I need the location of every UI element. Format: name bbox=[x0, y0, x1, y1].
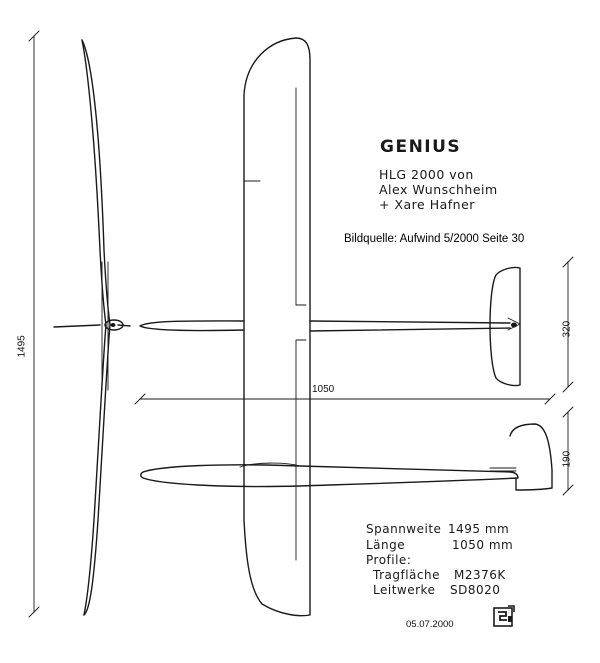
spec-wing-label: Tragfläche bbox=[373, 568, 440, 582]
spec-span-label: Spannweite bbox=[366, 522, 442, 536]
spec-tail-label: Leitwerke bbox=[373, 583, 436, 597]
side-view bbox=[140, 423, 553, 491]
spec-tail-value: SD8020 bbox=[450, 583, 501, 597]
signature-logo-icon bbox=[493, 605, 515, 627]
spec-wing-value: M2376K bbox=[454, 568, 506, 582]
drawing-date: 05.07.2000 bbox=[406, 619, 454, 630]
span-dimension-label: 1495 bbox=[10, 335, 34, 364]
top-view bbox=[139, 37, 522, 617]
spec-length-value: 1050 mm bbox=[452, 538, 514, 552]
length-dimension-label: 1050 bbox=[312, 384, 335, 395]
image-source-note: Bildquelle: Aufwind 5/2000 Seite 30 bbox=[344, 233, 525, 245]
spec-profiles-label: Profile: bbox=[366, 553, 412, 567]
length-dimension-line bbox=[134, 393, 556, 405]
tail-height-dimension-line bbox=[562, 406, 574, 496]
subtitle-line-3: + Xare Hafner bbox=[379, 197, 475, 212]
spec-span-value: 1495 mm bbox=[448, 522, 510, 536]
tail-height-dimension-value: 190 bbox=[561, 450, 573, 468]
span-dimension-line bbox=[28, 30, 40, 618]
span-dimension-value: 1495 bbox=[16, 335, 28, 358]
tail-height-dimension-label: 190 bbox=[555, 450, 579, 474]
spec-length-label: Länge bbox=[366, 538, 406, 552]
tail-span-dimension-line bbox=[562, 256, 574, 393]
front-view bbox=[53, 39, 131, 616]
subtitle-line-1: HLG 2000 von bbox=[379, 167, 474, 182]
model-title: GENIUS bbox=[380, 137, 462, 157]
subtitle-line-2: Alex Wunschheim bbox=[379, 182, 498, 197]
tail-span-dimension-value: 320 bbox=[561, 320, 573, 338]
tail-span-dimension-label: 320 bbox=[555, 320, 579, 344]
